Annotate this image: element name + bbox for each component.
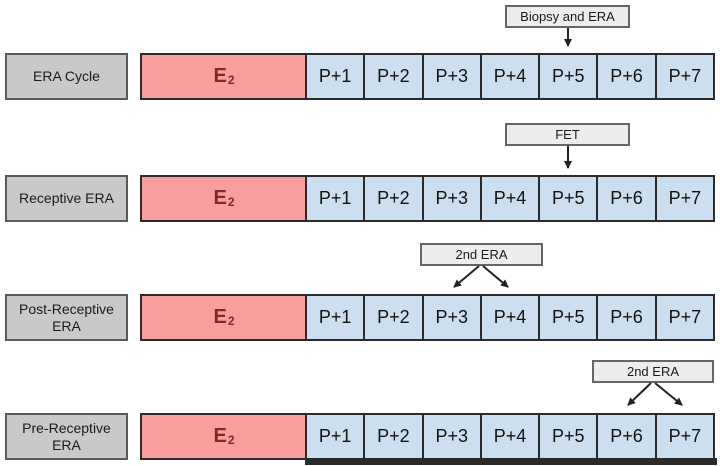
callout-2nd-era-post-receptive: 2nd ERA — [420, 243, 543, 266]
callout-biopsy-and-era: Biopsy and ERA — [505, 5, 630, 28]
arrow-2nd-era-to-p7 — [654, 382, 683, 406]
e2-text: E — [213, 187, 227, 209]
day-cell: P+4 — [479, 53, 541, 100]
day-cell: P+3 — [421, 53, 482, 100]
arrow-2nd-era-to-p4 — [482, 265, 509, 288]
day-cell: P+1 — [305, 175, 366, 222]
day-cell: P+5 — [538, 413, 599, 460]
e2-text: E — [213, 306, 227, 328]
day-cell: P+6 — [596, 53, 657, 100]
day-cell: P+3 — [421, 413, 482, 460]
day-track: P+1 P+2 P+3 P+4 P+5 P+6 P+7 — [305, 175, 715, 222]
bottom-edge-bar — [305, 458, 717, 465]
day-cell: P+7 — [654, 175, 715, 222]
day-cell: P+6 — [596, 413, 657, 460]
arrow-2nd-era-to-p6 — [627, 382, 652, 406]
day-cell: P+2 — [363, 175, 424, 222]
day-cell: P+7 — [654, 294, 715, 341]
day-cell: P+3 — [421, 294, 482, 341]
e2-text: E — [213, 65, 227, 87]
e2-text: E — [213, 425, 227, 447]
day-cell: P+7 — [654, 413, 715, 460]
day-cell: P+2 — [363, 413, 424, 460]
day-cell: P+4 — [479, 413, 541, 460]
day-cell: P+6 — [596, 175, 657, 222]
day-cell: P+2 — [363, 53, 424, 100]
callout-fet: FET — [505, 123, 630, 146]
day-cell: P+1 — [305, 413, 366, 460]
row-label-receptive-era: Receptive ERA — [5, 175, 128, 222]
row-label-era-cycle: ERA Cycle — [5, 53, 128, 100]
day-cell: P+6 — [596, 294, 657, 341]
day-track: P+1 P+2 P+3 P+4 P+5 P+6 P+7 — [305, 53, 715, 100]
day-track: P+1 P+2 P+3 P+4 P+5 P+6 P+7 — [305, 294, 715, 341]
day-cell: P+1 — [305, 294, 366, 341]
day-cell: P+5 — [538, 294, 599, 341]
row-label-pre-receptive-era: Pre-Receptive ERA — [5, 413, 128, 460]
day-cell: P+4 — [479, 294, 541, 341]
arrow-2nd-era-to-p3 — [453, 265, 480, 288]
callout-2nd-era-pre-receptive: 2nd ERA — [592, 360, 714, 383]
day-cell: P+2 — [363, 294, 424, 341]
day-cell: P+5 — [538, 175, 599, 222]
day-cell: P+5 — [538, 53, 599, 100]
day-cell: P+1 — [305, 53, 366, 100]
day-track: P+1 P+2 P+3 P+4 P+5 P+6 P+7 — [305, 413, 715, 460]
day-cell: P+3 — [421, 175, 482, 222]
row-label-post-receptive-era: Post-Receptive ERA — [5, 294, 128, 341]
day-cell: P+4 — [479, 175, 541, 222]
day-cell: P+7 — [654, 53, 715, 100]
